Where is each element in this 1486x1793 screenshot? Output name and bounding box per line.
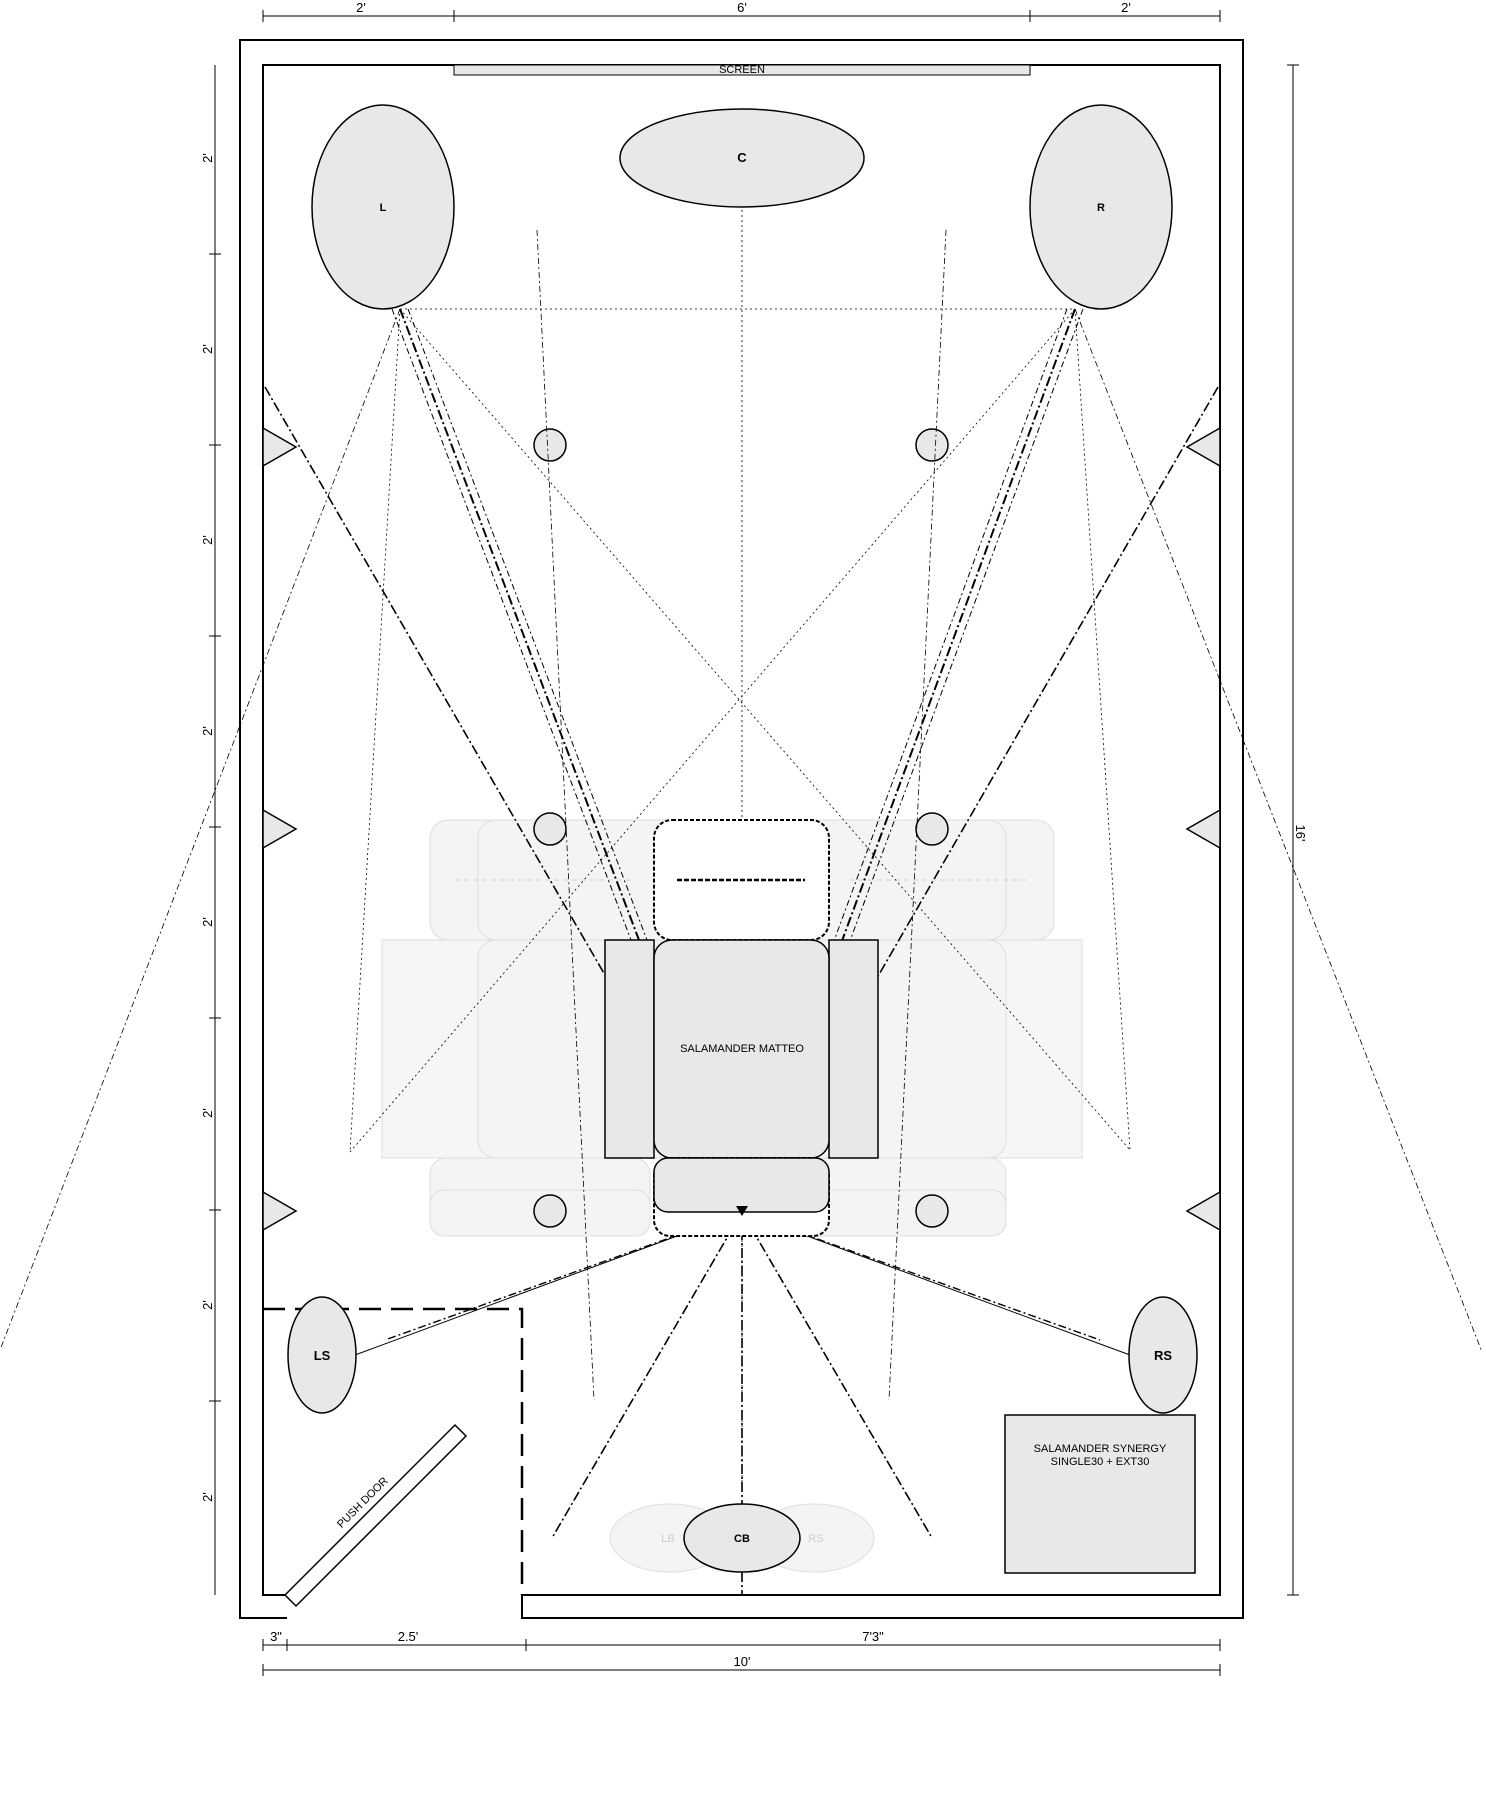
left-dim-labels: 2' 2' 2' 2' 2' 2' 2' 2' <box>200 153 215 1502</box>
ghost-rs-label: RS <box>808 1533 823 1545</box>
ghost-lb-label: LB <box>661 1533 674 1545</box>
center-speaker <box>619 108 865 208</box>
screen-label: SCREEN <box>719 64 765 76</box>
right-surround-label: RS <box>1154 1348 1172 1363</box>
listening-position-marker <box>736 1206 748 1216</box>
right-surround-speaker <box>1128 1296 1198 1414</box>
left-dimensions <box>209 65 221 1595</box>
left-speaker <box>311 104 455 310</box>
angle-lines <box>0 205 1483 1595</box>
left-dim-4: 2' <box>200 726 215 736</box>
left-dim-3: 2' <box>200 535 215 545</box>
left-speaker-label: L <box>380 202 387 214</box>
cabinet-label-line2: SINGLE30 + EXT30 <box>1051 1456 1150 1468</box>
center-back-speaker <box>683 1503 801 1573</box>
left-dim-8: 2' <box>200 1492 215 1502</box>
bottom-dimensions <box>262 1639 1221 1676</box>
left-dim-6: 2' <box>200 1108 215 1118</box>
equipment-cabinet <box>1004 1414 1196 1574</box>
right-dim-label: 16' <box>1293 825 1308 842</box>
top-dim-middle: 6' <box>737 0 747 15</box>
left-dim-5: 2' <box>200 917 215 927</box>
left-surround-speaker <box>287 1296 357 1414</box>
acoustic-panels <box>262 426 1221 1232</box>
left-dim-7: 2' <box>200 1300 215 1310</box>
top-dimensions <box>262 10 1221 22</box>
screen <box>453 64 1031 76</box>
left-dim-1: 2' <box>200 153 215 163</box>
main-seat <box>604 819 879 1237</box>
center-speaker-label: C <box>737 150 747 165</box>
bottom-dim-b: 2.5' <box>398 1629 419 1644</box>
left-dim-2: 2' <box>200 344 215 354</box>
right-dimension <box>1287 64 1299 1596</box>
bottom-dim-total: 10' <box>734 1654 751 1669</box>
right-speaker-label: R <box>1097 202 1105 214</box>
bottom-dim-c: 7'3" <box>862 1629 884 1644</box>
push-door <box>283 1423 468 1608</box>
seat-label: SALAMANDER MATTEO <box>680 1043 804 1055</box>
bottom-dim-a: 3" <box>270 1629 282 1644</box>
center-back-label: CB <box>734 1533 750 1545</box>
top-dim-left: 2' <box>356 0 366 15</box>
closet-outline <box>263 1307 524 1595</box>
top-dim-right: 2' <box>1121 0 1131 15</box>
cabinet-label-line1: SALAMANDER SYNERGY <box>1034 1443 1167 1455</box>
ceiling-speakers <box>533 428 949 1228</box>
right-speaker <box>1029 104 1173 310</box>
left-surround-label: LS <box>314 1348 331 1363</box>
